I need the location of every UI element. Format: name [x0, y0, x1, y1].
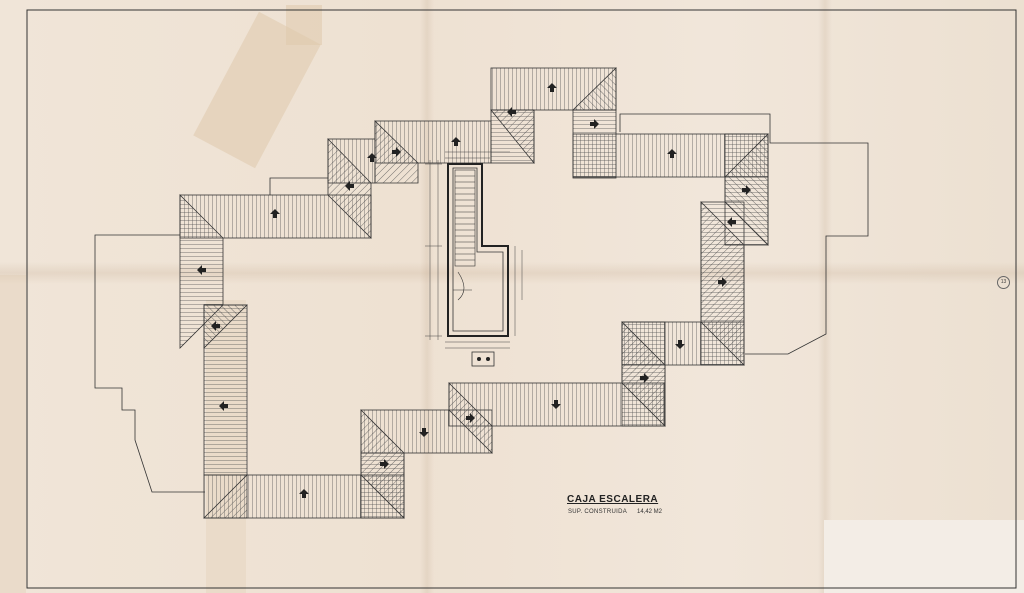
drawing-frame — [26, 9, 1017, 589]
roof-slope — [203, 304, 248, 349]
built-area-value: 14,42 M2 — [637, 509, 663, 515]
skylight — [471, 351, 495, 367]
building-outline — [269, 177, 328, 195]
paper-fold-vertical — [818, 0, 832, 593]
stair-box — [425, 151, 523, 367]
skylight-mark — [486, 357, 490, 361]
tape-strip — [0, 275, 26, 593]
tape-strip — [286, 5, 322, 45]
roof-slope — [203, 474, 248, 519]
skylight-mark — [477, 357, 481, 361]
plan-title: CAJA ESCALERA — [567, 494, 659, 505]
building-outline — [619, 113, 869, 355]
paper-patch — [824, 520, 1024, 593]
paper-fold-horizontal — [0, 262, 1024, 284]
sheet-number: 13 — [997, 276, 1010, 289]
building-outline — [94, 234, 205, 493]
built-area-label: SUP. CONSTRUIDA — [568, 509, 628, 515]
title-block: CAJA ESCALERA SUP. CONSTRUIDA 14,42 M2 — [567, 494, 662, 515]
stair-steps — [454, 169, 476, 267]
roof-slope — [490, 109, 535, 164]
dimension-lines — [425, 151, 523, 349]
